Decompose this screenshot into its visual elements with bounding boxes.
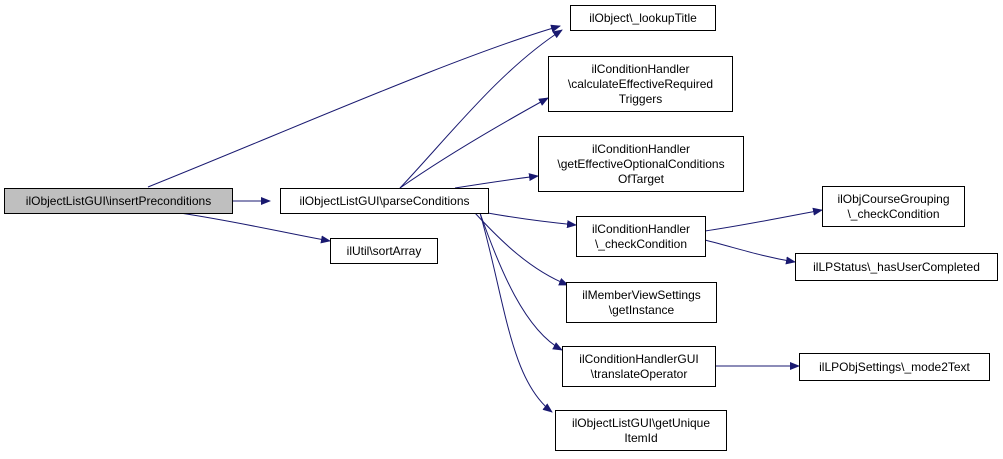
edge-root-to-lookuptitle — [147, 24, 561, 188]
node-label-line-3: OfTarget — [617, 171, 665, 186]
node-label-line-3: Triggers — [618, 91, 663, 106]
node-label-line-2: \calculateEffectiveRequired — [567, 76, 714, 91]
node-label: ilLPStatus\_hasUserCompleted — [813, 259, 980, 274]
node-label-line-1: ilMemberViewSettings — [582, 287, 701, 302]
edge-check-to-lpstatus — [704, 239, 796, 265]
node-label: ilUtil\sortArray — [346, 243, 422, 258]
node-lp-status-has-user-completed[interactable]: ilLPStatus\_hasUserCompleted — [795, 253, 998, 281]
edge-root-to-sortarray — [179, 212, 331, 244]
edge-parse-to-translateop — [479, 212, 563, 351]
node-label-line-2: \getInstance — [608, 302, 675, 317]
node-label-line-2: \_checkCondition — [594, 236, 688, 251]
node-label-line-1: ilConditionHandlerGUI — [579, 351, 699, 366]
node-label-line-2: ItemId — [624, 430, 658, 445]
node-sort-array[interactable]: ilUtil\sortArray — [330, 238, 438, 264]
edge-check-to-coursegrouping — [704, 207, 823, 232]
edge-parse-to-checkcondition — [481, 211, 577, 229]
node-label-line-2: \translateOperator — [590, 366, 688, 381]
node-label-line-2: \_checkCondition — [847, 206, 940, 221]
node-label-line-1: ilConditionHandler — [591, 221, 691, 236]
edge-parse-to-uniqueitem — [479, 212, 553, 413]
node-check-condition[interactable]: ilConditionHandler \_checkCondition — [576, 216, 706, 257]
node-get-unique-item-id[interactable]: ilObjectListGUI\getUnique ItemId — [555, 410, 727, 451]
node-get-effective-optional-conditions[interactable]: ilConditionHandler \getEffectiveOptional… — [538, 136, 744, 192]
node-label-line-2: \getEffectiveOptionalConditions — [557, 156, 725, 171]
node-label: ilObject\_lookupTitle — [589, 10, 697, 25]
node-lp-obj-settings-mode2text[interactable]: ilLPObjSettings\_mode2Text — [799, 353, 990, 381]
node-label: ilObjectListGUI\insertPreconditions — [25, 193, 212, 208]
node-label-line-1: ilConditionHandler — [591, 141, 691, 156]
node-parse-conditions[interactable]: ilObjectListGUI\parseConditions — [280, 188, 489, 214]
edge-parse-to-lookuptitle — [399, 29, 563, 189]
node-translate-operator[interactable]: ilConditionHandlerGUI \translateOperator — [562, 346, 716, 387]
node-member-view-settings[interactable]: ilMemberViewSettings \getInstance — [566, 282, 717, 323]
node-label-line-1: ilObjectListGUI\getUnique — [571, 415, 711, 430]
node-label-line-1: ilConditionHandler — [591, 61, 690, 76]
node-label: ilLPObjSettings\_mode2Text — [819, 359, 970, 374]
node-course-grouping-check-condition[interactable]: ilObjCourseGrouping \_checkCondition — [822, 186, 965, 227]
edge-parse-to-calcrequired — [399, 97, 549, 189]
node-calculate-effective-required-triggers[interactable]: ilConditionHandler \calculateEffectiveRe… — [548, 56, 733, 112]
node-lookup-title[interactable]: ilObject\_lookupTitle — [570, 5, 716, 31]
node-insert-preconditions[interactable]: ilObjectListGUI\insertPreconditions — [4, 188, 233, 214]
edge-parse-to-getoptional — [454, 173, 539, 189]
node-label: ilObjectListGUI\parseConditions — [299, 193, 470, 208]
node-label-line-1: ilObjCourseGrouping — [837, 191, 950, 206]
